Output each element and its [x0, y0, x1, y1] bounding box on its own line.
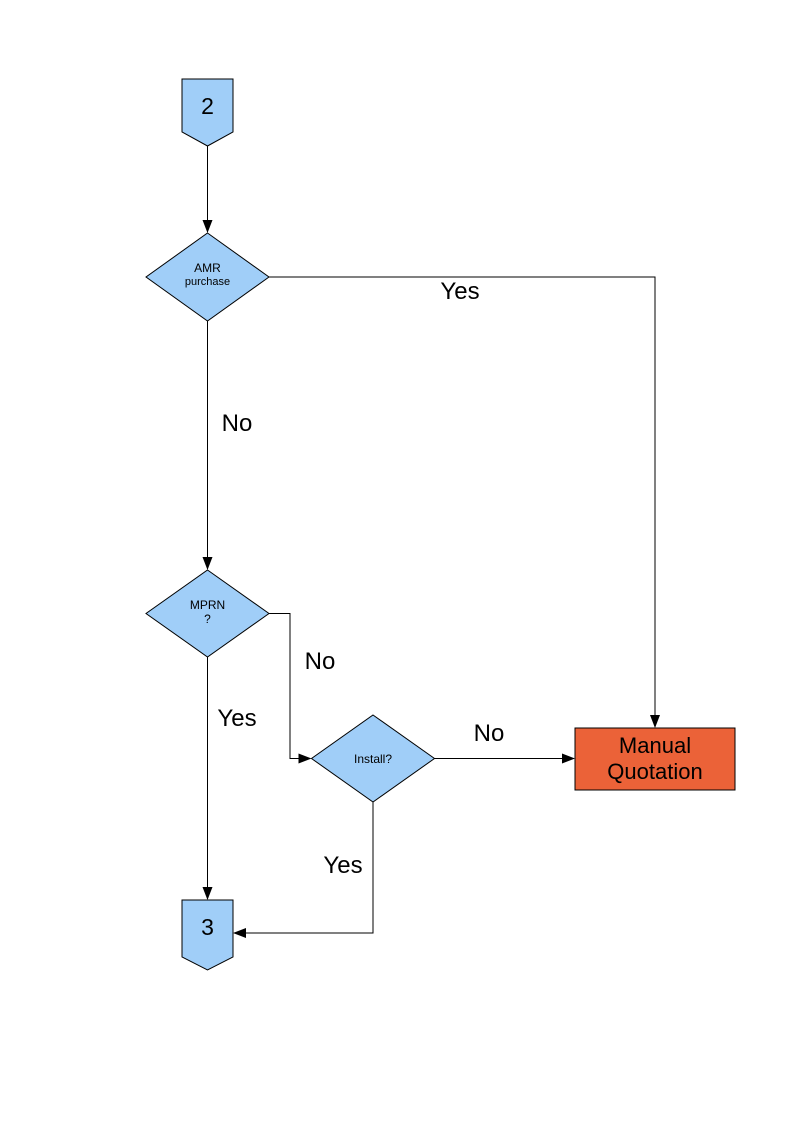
edge-label-mprn-yes: Yes — [217, 705, 257, 732]
edge-label-amr-yes: Yes — [440, 278, 480, 305]
amr-decision-label: AMR purchase — [157, 261, 258, 289]
manual-quotation-box-shape — [574, 727, 736, 791]
manual-quotation-label: Manual Quotation — [575, 728, 735, 790]
edge-label-install-no: No — [473, 720, 505, 747]
edge-label-mprn-no: No — [304, 648, 336, 675]
mprn-decision-line2: ? — [204, 612, 211, 626]
connector-2-label: 2 — [201, 93, 214, 119]
connector-3-label: 3 — [201, 914, 214, 940]
mprn-decision-label: MPRN ? — [157, 598, 258, 626]
install-decision-label: Install? — [353, 752, 393, 766]
install-decision-shape — [310, 714, 436, 803]
mprn-decision-shape — [145, 569, 270, 658]
amr-decision-line1: AMR — [194, 261, 221, 275]
edge-label-install-yes: Yes — [323, 852, 363, 879]
manual-quotation-line1: Manual — [618, 733, 692, 758]
mprn-decision-line1: MPRN — [189, 598, 226, 612]
edge-mprn-no-to-install — [269, 613, 312, 764]
off-page-connector-2-shape — [181, 78, 234, 147]
off-page-connector-3-shape — [181, 899, 234, 971]
amr-purchase-decision-shape — [145, 232, 270, 322]
amr-decision-line2: purchase — [184, 276, 231, 288]
edge-amr-yes-to-manual-quotation — [269, 276, 660, 728]
edge-label-amr-no: No — [221, 410, 253, 437]
edge-install-yes-to-connector3 — [233, 802, 374, 938]
manual-quotation-line2: Quotation — [607, 759, 703, 784]
